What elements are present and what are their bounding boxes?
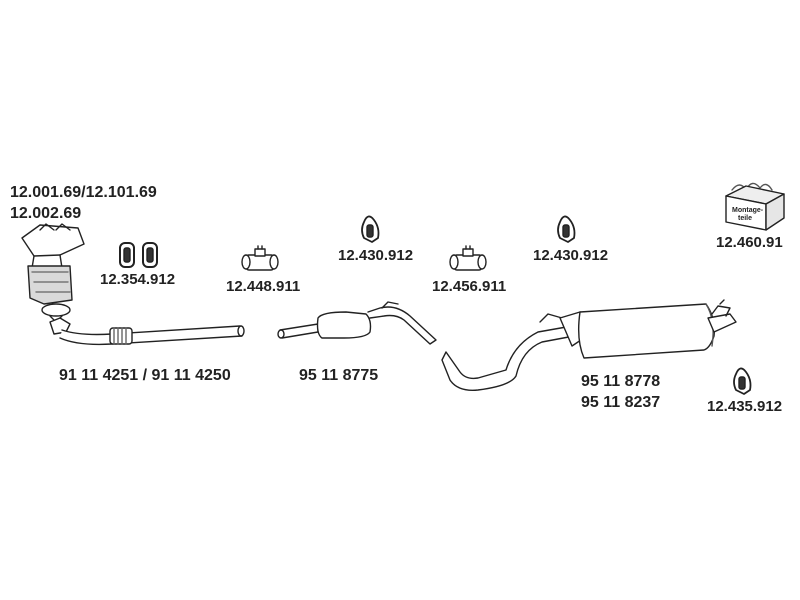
label-manifold-line1: 12.001.69/12.101.69 bbox=[10, 184, 157, 201]
label-rear-hanger: 12.435.912 bbox=[707, 398, 783, 415]
label-hanger-2: 12.430.912 bbox=[533, 247, 609, 264]
front-pipe-part bbox=[49, 317, 245, 346]
rear-silencer-part bbox=[441, 299, 737, 391]
clamp-1-part bbox=[241, 245, 279, 271]
label-fitting-kit: 12.460.91 bbox=[716, 234, 783, 251]
kit-box-text-2: teile bbox=[738, 215, 752, 222]
manifold-catalyst-part bbox=[21, 223, 85, 323]
fitting-kit-part: Montage- teile bbox=[725, 182, 785, 231]
label-clamp-1: 12.448.911 bbox=[226, 278, 301, 295]
label-hanger-1: 12.430.912 bbox=[338, 247, 414, 264]
middle-silencer-part bbox=[277, 301, 437, 345]
label-middle-silencer: 95 11 8775 bbox=[299, 367, 379, 384]
label-rear-silencer-line1: 95 11 8778 bbox=[581, 373, 661, 390]
rubber-mount-pair-part bbox=[119, 242, 158, 268]
label-manifold-line2: 12.002.69 bbox=[10, 205, 82, 222]
rear-hanger-part bbox=[733, 367, 752, 395]
label-front-pipe: 91 11 4251 / 91 11 4250 bbox=[59, 367, 231, 384]
label-rear-silencer-line2: 95 11 8237 bbox=[581, 394, 661, 411]
label-rubber-mount-pair: 12.354.912 bbox=[100, 271, 176, 288]
hanger-2-part bbox=[557, 215, 576, 243]
clamp-2-part bbox=[449, 245, 487, 271]
label-clamp-2: 12.456.911 bbox=[432, 278, 507, 295]
kit-box-text-1: Montage- bbox=[732, 207, 764, 214]
hanger-1-part bbox=[361, 215, 380, 243]
